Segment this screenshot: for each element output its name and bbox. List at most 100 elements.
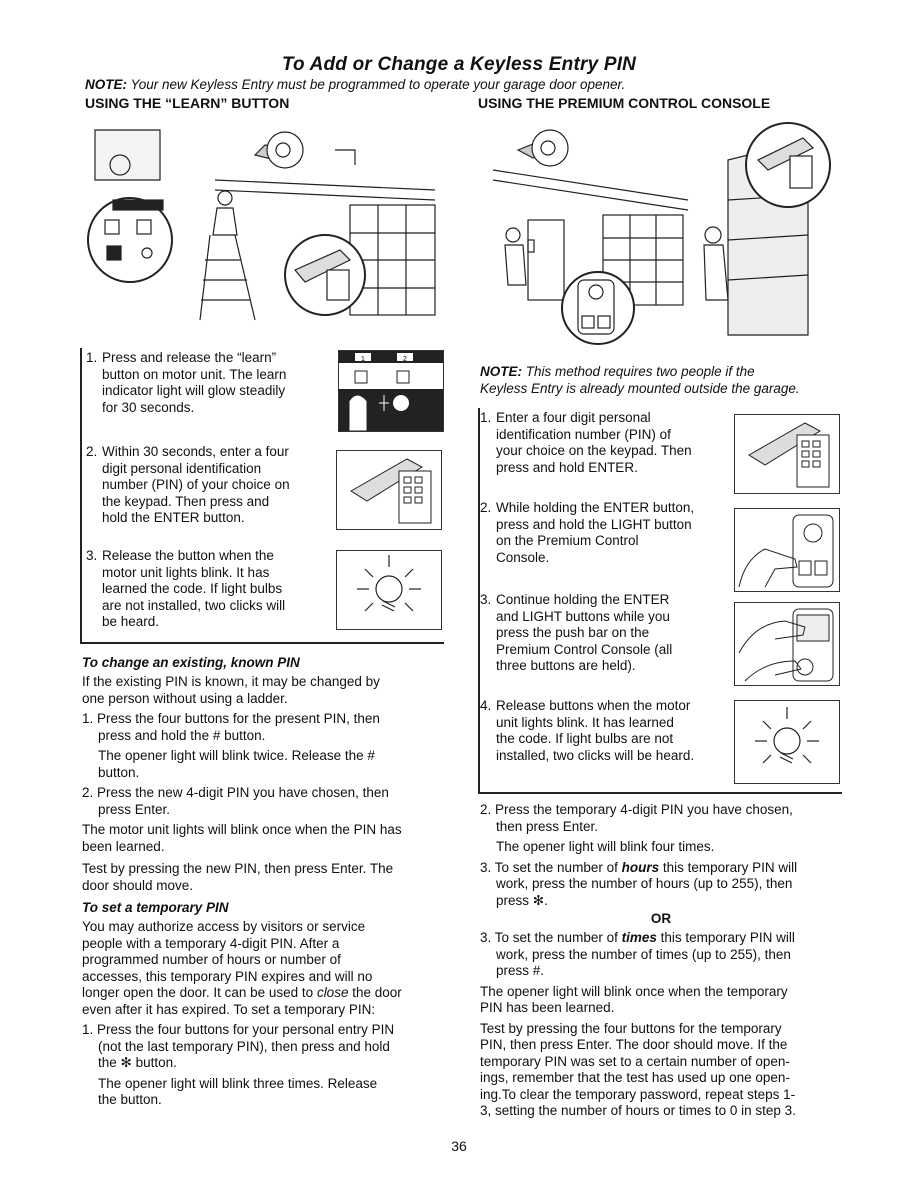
step-line: press the push bar on the <box>496 625 650 640</box>
step-line: Enter a four digit personal <box>496 410 651 425</box>
temp-pin-item-2-note: The opener light will blink four times. <box>496 839 715 854</box>
step-line: are not installed, two clicks will <box>102 597 286 613</box>
temp-pin-intro: You may authorize access by visitors or … <box>82 919 447 1018</box>
step-line: on the Premium Control <box>496 533 639 548</box>
step-line: installed, two clicks will be heard. <box>496 747 695 763</box>
text-line: door should move. <box>82 877 194 893</box>
change-pin-item-1-note: The opener light will blink twice. Relea… <box>82 748 447 781</box>
change-pin-para-2: Test by pressing the new PIN, then press… <box>82 861 447 894</box>
text-line: 1. Press the four buttons for your perso… <box>82 1022 395 1037</box>
text-line: press Enter. <box>98 801 171 817</box>
step-line: Console. <box>496 549 550 565</box>
text-line: (not the last temporary PIN), then press… <box>98 1038 390 1054</box>
step-number: 4. <box>480 698 492 713</box>
step-line: unit lights blink. It has learned <box>496 714 674 730</box>
text-line: press ✻. <box>496 892 548 908</box>
text-fragment: the door <box>348 985 402 1000</box>
step-number: 2. <box>86 444 98 459</box>
temp-pin-item-1: 1. Press the four buttons for your perso… <box>82 1022 447 1072</box>
emphasis-text: times <box>621 930 657 945</box>
step-line: the code. If light bulbs are not <box>496 731 674 746</box>
step-line: motor unit lights blink. It has <box>102 564 270 580</box>
text-fragment: 3. To set the number of <box>480 930 622 945</box>
text-line: If the existing PIN is known, it may be … <box>82 674 380 689</box>
step-line: Premium Control Console (all <box>496 641 673 657</box>
text-line: 3, setting the number of hours or times … <box>480 1103 796 1118</box>
text-line: even after it has expired. To set a temp… <box>82 1001 376 1017</box>
text-fragment: this temporary PIN will <box>656 930 795 945</box>
change-pin-heading: To change an existing, known PIN <box>82 655 300 670</box>
text-line: one person without using a ladder. <box>82 690 288 706</box>
light-bulb-icon <box>734 700 840 784</box>
learn-button-illustration <box>85 120 441 330</box>
step-line: hold the ENTER button. <box>102 510 245 525</box>
note-text: Your new Keyless Entry must be programme… <box>127 77 626 92</box>
text-line: the button. <box>98 1092 162 1107</box>
temp-pin-item-3-hours: 3. To set the number of hours this tempo… <box>480 860 842 910</box>
text-line: Keyless Entry is already mounted outside… <box>480 380 800 396</box>
console-light-thumbnail <box>734 508 840 592</box>
step-line: Within 30 seconds, enter a four <box>102 444 289 459</box>
change-pin-item-2: 2. Press the new 4-digit PIN you have ch… <box>82 785 447 818</box>
text-line: been learned. <box>82 838 165 854</box>
step-line: button on motor unit. The learn <box>102 366 287 382</box>
keypad-thumbnail <box>734 414 840 494</box>
text-line: button. <box>98 764 140 780</box>
right-column-heading: USING THE PREMIUM CONTROL CONSOLE <box>478 95 771 111</box>
step-line: number (PIN) of your choice on <box>102 477 290 492</box>
text-line: PIN has been learned. <box>480 1000 615 1015</box>
left-column-heading: USING THE “LEARN” BUTTON <box>85 95 290 111</box>
text-line: The opener light will blink twice. Relea… <box>98 748 375 763</box>
note-label: NOTE: <box>480 364 522 379</box>
text-line: the ✻ button. <box>98 1055 177 1070</box>
step-number: 3. <box>86 548 98 563</box>
right-note: NOTE: This method requires two people if… <box>480 364 850 397</box>
text-fragment: this temporary PIN will <box>659 859 798 875</box>
text-line: 3. To set the number of times this tempo… <box>480 930 842 947</box>
step-line: Release the button when the <box>102 548 274 563</box>
step-line: your choice on the keypad. Then <box>496 443 692 458</box>
text-line: NOTE: This method requires two people if… <box>480 364 850 381</box>
temp-pin-item-2: 2. Press the temporary 4-digit PIN you h… <box>480 802 842 835</box>
panel-label-2: 2 <box>403 356 407 363</box>
step-line: the keypad. Then press and <box>102 493 270 509</box>
control-console-illustration <box>478 120 838 345</box>
step-line: Release buttons when the motor <box>496 698 691 713</box>
text-fragment: This method requires two people if the <box>522 364 755 379</box>
text-line: Test by pressing the four buttons for th… <box>480 1020 782 1036</box>
light-bulb-icon <box>336 550 442 630</box>
temp-pin-heading: To set a temporary PIN <box>82 900 229 915</box>
left-steps-box: 1. Press and release the “learn” button … <box>80 348 444 644</box>
page-number: 36 <box>451 1138 467 1154</box>
intro-note: NOTE: Your new Keyless Entry must be pro… <box>85 77 625 92</box>
temp-pin-para-2: Test by pressing the four buttons for th… <box>480 1021 842 1120</box>
change-pin-item-1: 1. Press the four buttons for the presen… <box>82 711 447 744</box>
text-line: ings, remember that the test has used up… <box>480 1070 790 1085</box>
left-lower-text: To change an existing, known PIN If the … <box>82 655 447 1109</box>
temp-pin-item-1-note: The opener light will blink three times.… <box>82 1076 447 1109</box>
text-line: longer open the door. It can be used to … <box>82 985 447 1002</box>
emphasis-text: close <box>316 985 349 1000</box>
step-line: While holding the ENTER button, <box>496 500 695 515</box>
text-line: PIN, then press Enter. The door should m… <box>480 1037 788 1052</box>
text-line: programmed number of hours or number of <box>82 952 341 967</box>
change-pin-intro: If the existing PIN is known, it may be … <box>82 674 447 707</box>
step-line: three buttons are held). <box>496 658 636 673</box>
right-steps-box: 1. Enter a four digit personal identific… <box>478 408 842 794</box>
text-line: ing.To clear the temporary password, rep… <box>480 1086 796 1102</box>
step-number: 1. <box>86 350 98 365</box>
or-separator: OR <box>650 911 672 926</box>
text-line: 2. Press the new 4-digit PIN you have ch… <box>82 785 389 800</box>
step-number: 3. <box>480 592 492 607</box>
text-line: temporary PIN was set to a certain numbe… <box>480 1053 790 1069</box>
text-line: work, press the number of hours (up to 2… <box>496 876 793 891</box>
text-line: 2. Press the temporary 4-digit PIN you h… <box>480 802 793 817</box>
text-line: You may authorize access by visitors or … <box>82 919 366 934</box>
text-line: The motor unit lights will blink once wh… <box>82 822 402 837</box>
step-line: learned the code. If light bulbs <box>102 581 283 596</box>
right-lower-text: 2. Press the temporary 4-digit PIN you h… <box>480 802 842 1120</box>
step-line: press and hold the LIGHT button <box>496 516 692 532</box>
text-line: 1. Press the four buttons for the presen… <box>82 711 380 726</box>
step-line: indicator light will glow steadily <box>102 383 286 398</box>
temp-pin-item-3-times: 3. To set the number of times this tempo… <box>480 930 842 980</box>
